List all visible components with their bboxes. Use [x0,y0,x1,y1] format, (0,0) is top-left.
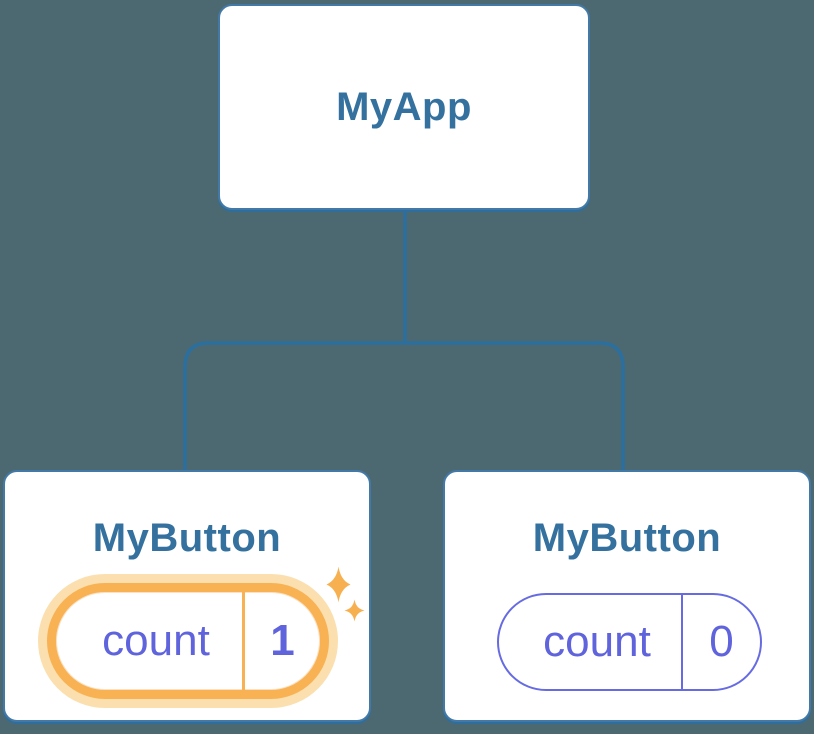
state-pill-divider [681,595,683,689]
node-mybutton-default: MyButton count 0 [443,470,811,722]
state-pill: count 0 [497,593,762,691]
state-value: 1 [270,616,295,665]
children-connector-line [183,341,625,471]
state-pill-highlighted: count 1 [47,583,329,699]
node-myapp-label: MyApp [336,85,472,129]
node-mybutton-updated-label: MyButton [92,516,282,560]
state-key: count [543,617,651,666]
state-key: count [102,616,210,665]
node-myapp: MyApp [218,4,590,210]
node-mybutton-updated: MyButton count 1 [3,470,371,722]
state-pill-divider [242,592,245,690]
node-mybutton-default-label: MyButton [532,516,722,560]
sparkle-small-icon [344,599,365,622]
state-value: 0 [709,617,734,666]
sparkle-large-icon [326,566,351,603]
